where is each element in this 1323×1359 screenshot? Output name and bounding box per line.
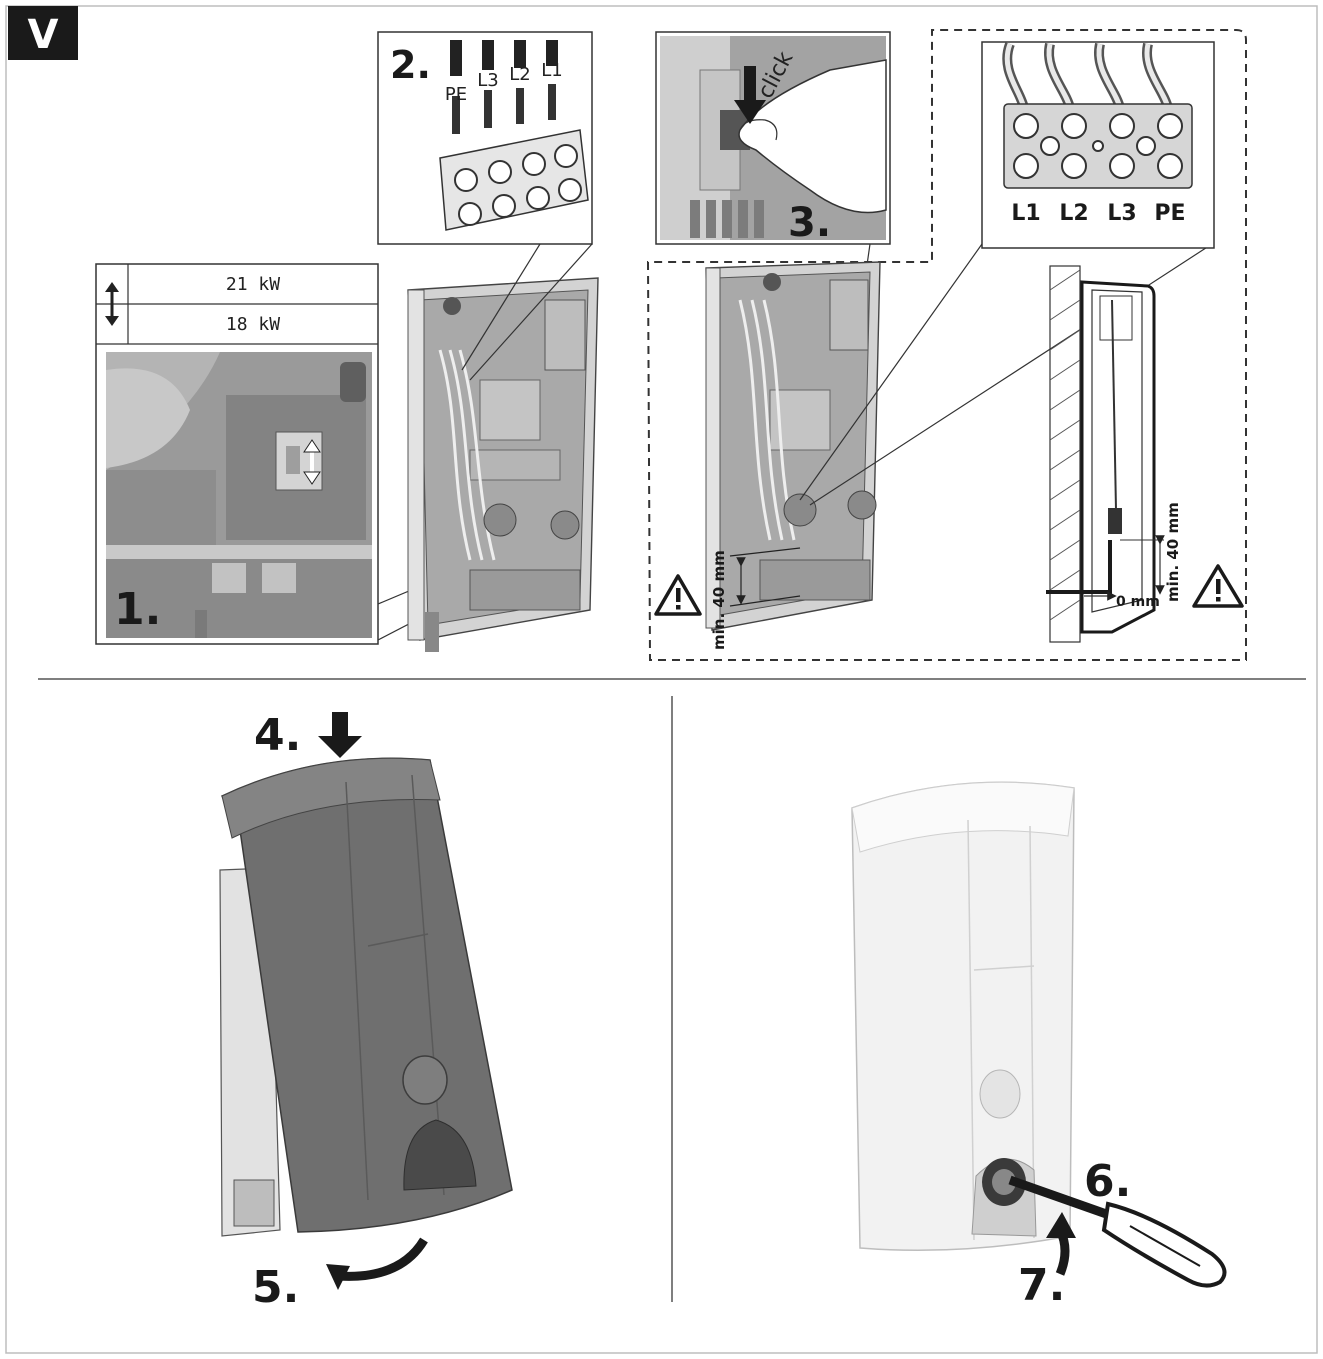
terminal-l1: L1 <box>1011 201 1040 226</box>
terminal-block <box>439 129 589 231</box>
step3-closeup: click 3. <box>655 31 891 246</box>
zero-mm-label: 0 mm <box>1116 594 1160 610</box>
min-40mm-right: min. 40 mm <box>1164 502 1182 602</box>
switch-arrow-icon <box>303 439 321 485</box>
warning-icon-left <box>654 574 702 616</box>
wire-l2-label: L2 <box>509 64 530 85</box>
warning-icon-right <box>1192 564 1244 608</box>
dimension-left: min. 40 mm <box>710 547 801 650</box>
screwdriver-icon <box>1008 1175 1227 1288</box>
step3-label: 3. <box>788 200 831 246</box>
power-21kw: 21 kW <box>226 274 280 295</box>
cover-attach-illustration <box>219 757 513 1237</box>
terminal-l3: L3 <box>1107 201 1136 226</box>
curved-up-arrow-icon <box>1046 1212 1076 1276</box>
page-frame <box>5 5 1318 1354</box>
side-section-view <box>1046 265 1165 643</box>
step5-label: 5. <box>252 1262 299 1313</box>
down-arrow-icon <box>318 712 362 758</box>
step7-label: 7. <box>1018 1260 1065 1311</box>
open-device-left <box>407 277 599 652</box>
step1-label: 1. <box>114 584 161 635</box>
up-down-arrow-icon <box>105 282 119 326</box>
closed-device-illustration <box>851 781 1075 1252</box>
step2-label: 2. <box>390 43 431 87</box>
terminal-pe: PE <box>1154 201 1185 226</box>
wire-l3-label: L3 <box>477 70 498 91</box>
wire-l1-label: L1 <box>541 60 562 81</box>
section-letter: V <box>28 12 59 58</box>
wires-group <box>450 40 558 134</box>
step1-panel: 21 kW 18 kW 1. <box>95 263 379 645</box>
step2-panel: 2. PE L3 L2 L1 <box>377 31 593 381</box>
step3-dashed-region <box>646 29 1247 661</box>
press-arrow-icon <box>734 66 766 124</box>
rotate-arrow-icon <box>326 1237 428 1290</box>
power-18kw: 18 kW <box>226 314 280 335</box>
terminal-l2: L2 <box>1059 201 1088 226</box>
wire-pe-label: PE <box>445 84 467 105</box>
step4-label: 4. <box>254 710 301 761</box>
open-device-center <box>705 261 881 631</box>
terminal-closeup: L1 L2 L3 PE <box>799 41 1215 506</box>
step6-label: 6. <box>1084 1156 1131 1207</box>
section-badge: V <box>8 6 78 60</box>
min-40mm-left: min. 40 mm <box>710 550 728 650</box>
hand-icon <box>738 59 887 214</box>
switch-closeup <box>106 352 372 638</box>
